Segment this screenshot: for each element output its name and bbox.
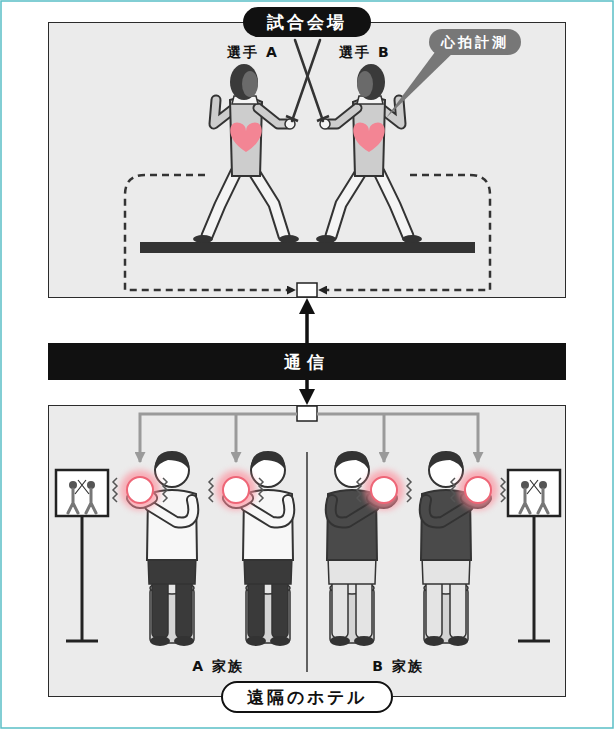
tv-monitor [520, 480, 548, 513]
venue-ground [48, 22, 566, 298]
hotel-ground [48, 405, 566, 697]
hotel-panel: 遠隔のホテル [48, 405, 566, 697]
transmitter [297, 283, 317, 297]
tv-monitor [56, 470, 108, 516]
player-label: 選手 B [339, 43, 391, 61]
transmitter [297, 283, 317, 297]
tv-monitor [66, 640, 98, 643]
receiver [297, 406, 317, 421]
heartbeat-ball [451, 470, 505, 510]
venue-panel: 試合会場心拍計測 [48, 22, 566, 298]
signal-branch [235, 414, 238, 462]
family-figure [132, 451, 486, 646]
fencer-figure [193, 40, 320, 243]
tv-monitor [508, 470, 560, 516]
signal-branch [140, 414, 478, 462]
heading-pill: 試合会場 [243, 7, 371, 37]
heart-loop [125, 175, 490, 290]
heartbeat-ball [209, 470, 263, 510]
family-label: A 家族 [192, 657, 244, 675]
heartbeat-ball [113, 470, 167, 510]
divider-line [306, 452, 308, 672]
family-label: B 家族 [372, 657, 424, 675]
piste [140, 242, 475, 253]
heartbeat-ball [113, 470, 505, 510]
callout-bubble: 心拍計測 [429, 29, 521, 55]
signal-branch [383, 414, 386, 462]
heading-pill: 遠隔のホテル [221, 681, 393, 713]
callout-tail [386, 48, 458, 118]
fencer-figure [295, 40, 422, 243]
receiver [297, 406, 317, 421]
venue-ground [48, 22, 566, 298]
tv-monitor [518, 640, 550, 643]
tv-monitor [533, 516, 536, 640]
tv-monitor [68, 480, 96, 513]
tv-monitor [81, 516, 84, 640]
divider-line [307, 452, 308, 672]
callout-tail [386, 48, 458, 118]
communication-arrow [305, 306, 309, 397]
fencer-figure [193, 40, 422, 243]
band-label: 通信 [284, 351, 330, 373]
callout-text: 心拍計測 [441, 33, 509, 51]
communication-band: 通信 [48, 343, 566, 380]
player-label: 選手 A [227, 43, 279, 61]
heartbeat-ball [357, 470, 411, 510]
piste [140, 242, 475, 253]
tv-monitor [56, 470, 560, 641]
hotel-ground [48, 405, 566, 697]
